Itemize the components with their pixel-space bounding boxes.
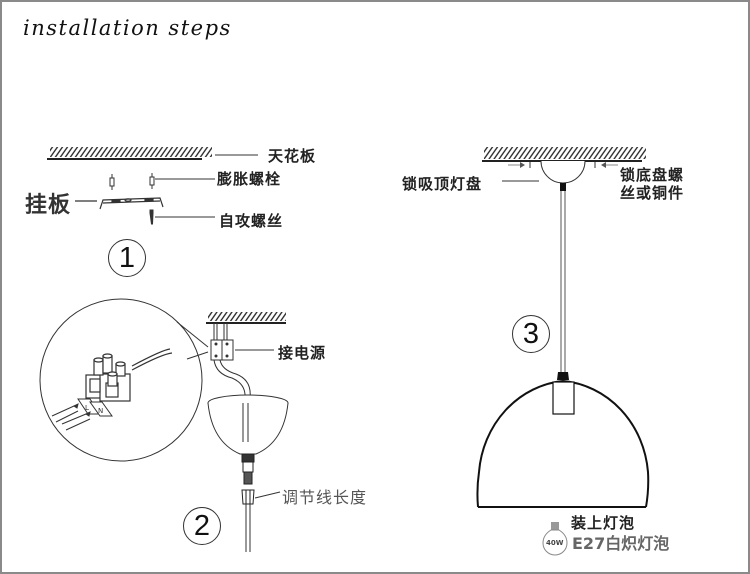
- label-ceiling: 天花板: [268, 147, 317, 165]
- cord-grip: [241, 453, 255, 505]
- mounting-plate-shape: [99, 197, 164, 210]
- terminal-mark-l: L: [85, 404, 89, 412]
- label-lock-base-screws-line2: 丝或铜件: [620, 184, 685, 202]
- label-bulb-type: E27白炽灯泡: [572, 534, 670, 553]
- label-tapping-screw: 自攻螺丝: [219, 212, 284, 230]
- label-install-bulb: 装上灯泡: [571, 514, 636, 532]
- terminal-mark-n: N: [98, 407, 103, 415]
- terminal-block-detail: [85, 348, 173, 402]
- lock-arrows: [508, 162, 618, 168]
- terminal-label-tags: L N: [77, 398, 113, 417]
- step3-ceiling: [482, 147, 646, 162]
- step2-ceiling: [206, 312, 286, 324]
- expansion-bolt-left: [109, 174, 115, 190]
- step1-ceiling: [47, 147, 212, 160]
- label-lock-base-screws-line1: 锁底盘螺: [620, 166, 685, 184]
- label-lock-canopy: 锁吸顶灯盘: [402, 175, 483, 193]
- canopy-bowl: [207, 394, 289, 455]
- step-number-3: 3: [512, 315, 550, 353]
- label-expansion-bolt: 膨胀螺栓: [217, 170, 282, 188]
- inserted-wires: [51, 403, 91, 431]
- label-bulb-wattage: 40W: [546, 539, 564, 547]
- step-number-1: 1: [108, 239, 146, 277]
- lamp-cord-top: [213, 359, 251, 443]
- pendant-cord: [560, 191, 566, 372]
- adjust-length-leader-line: [254, 491, 281, 499]
- step-number-2: 2: [183, 507, 221, 545]
- terminal-block-small: [210, 339, 234, 361]
- label-mounting-plate: 挂板: [25, 193, 72, 218]
- lower-cord: [245, 504, 251, 552]
- label-connect-power: 接电源: [278, 344, 327, 362]
- shade-cord-grip: [557, 372, 569, 380]
- tapping-screw: [149, 209, 154, 225]
- expansion-bolt-right: [149, 173, 155, 189]
- bulb-icon: [542, 522, 568, 556]
- diagram-title: installation steps: [23, 16, 232, 40]
- label-adjust-cord-length: 调节线长度: [282, 488, 368, 507]
- callout-magnifier: [39, 298, 209, 462]
- supply-wires: [213, 323, 228, 340]
- ceiling-canopy-dome: [540, 160, 586, 184]
- bulb-socket: [552, 381, 575, 415]
- dome-shade: [476, 379, 650, 508]
- canopy-cord-grip: [560, 183, 566, 191]
